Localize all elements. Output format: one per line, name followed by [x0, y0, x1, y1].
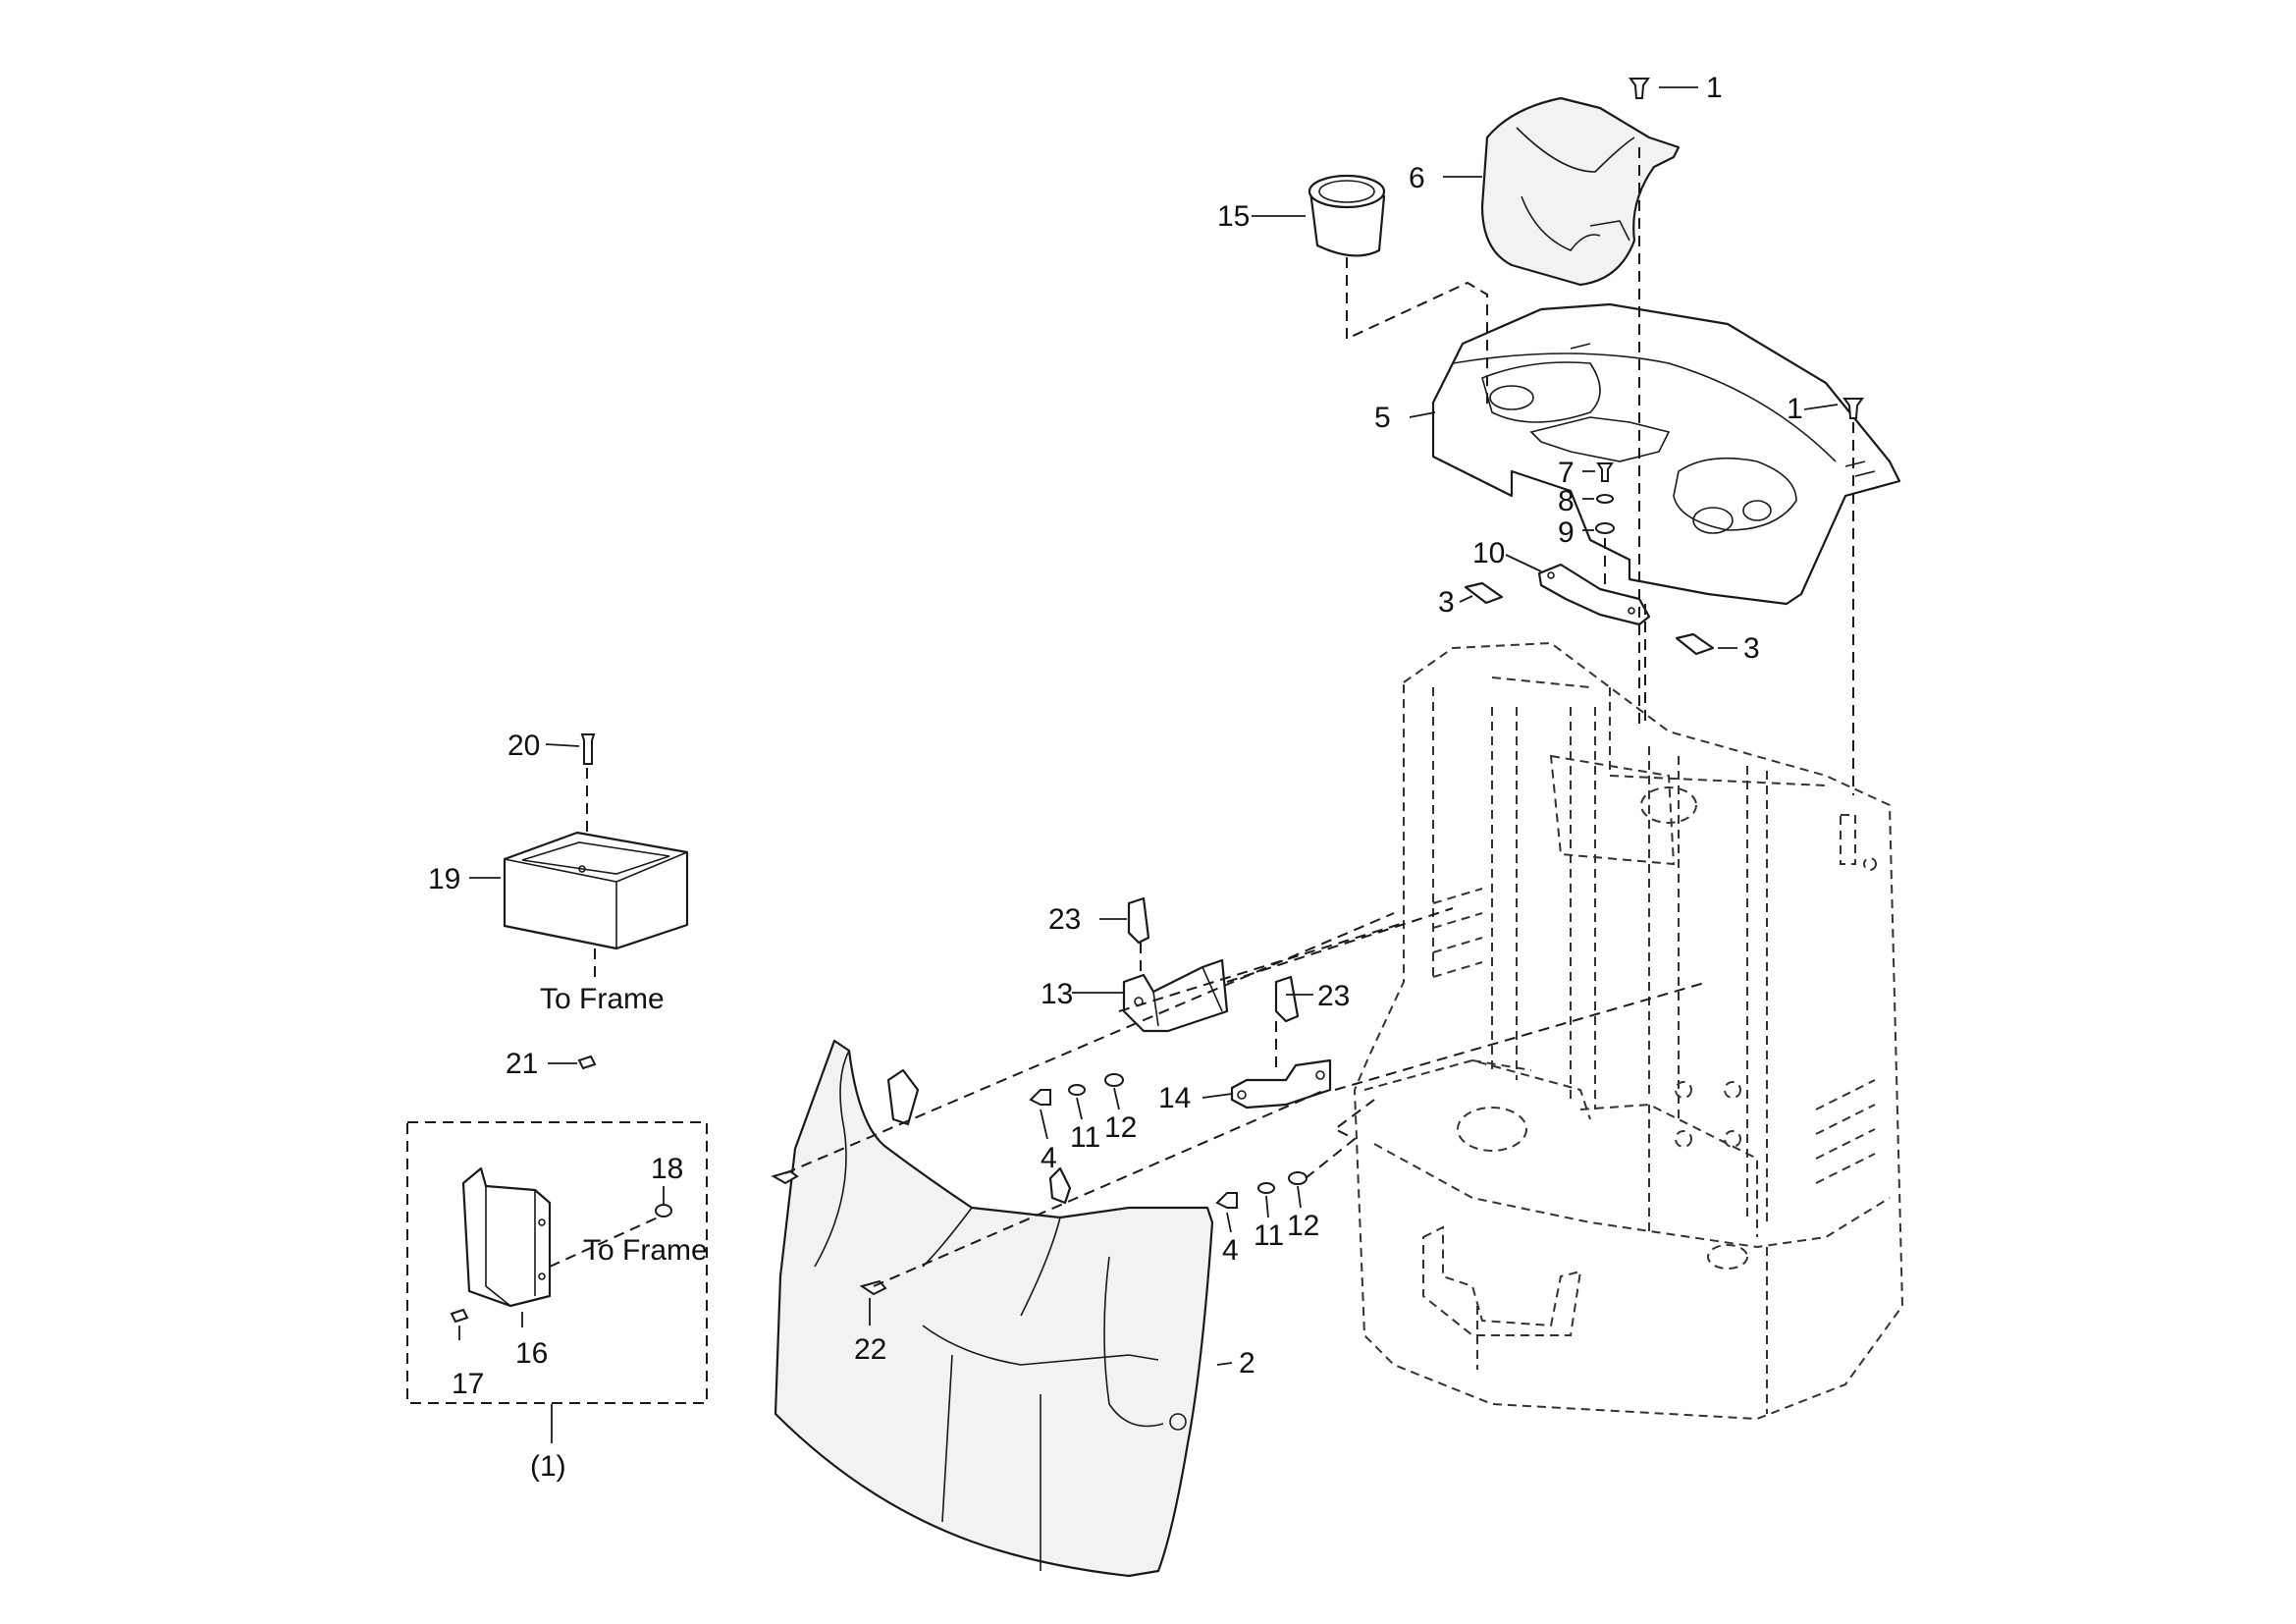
callout-4-left: 4 [1041, 1142, 1057, 1174]
hardware-7-8-9 [1595, 462, 1615, 534]
part-23-clip-lower [1274, 975, 1300, 1023]
part-23-clip-upper [1127, 896, 1150, 945]
callout-12-right: 12 [1287, 1210, 1319, 1242]
part-3-clip-right [1675, 632, 1715, 656]
callout-4-right: 4 [1222, 1234, 1239, 1267]
part-19-tray [503, 733, 689, 1070]
part-5-dash-panel [1431, 302, 1901, 606]
callout-labels: 1 6 15 5 1 7 8 9 10 3 3 20 19 23 13 23 2… [428, 72, 1803, 1483]
part-10-bracket [1537, 563, 1651, 626]
callout-3-left: 3 [1438, 586, 1455, 619]
frame-chassis [1353, 641, 1904, 1421]
callout-kit-1: (1) [530, 1450, 566, 1483]
callout-1-right: 1 [1787, 393, 1803, 425]
callout-10: 10 [1472, 537, 1505, 569]
to-frame-note-kit: To Frame [583, 1234, 708, 1267]
callout-1-top: 1 [1706, 72, 1723, 104]
part-15-cup-holder [1308, 174, 1386, 257]
kit-1-box [406, 1121, 708, 1404]
callout-13: 13 [1041, 978, 1073, 1010]
part-6-rear-cover [1480, 96, 1681, 287]
callout-21: 21 [506, 1048, 538, 1080]
upper-assembly-lines [1346, 147, 1854, 795]
fasteners-4-11-12 [771, 1073, 1308, 1296]
callout-8: 8 [1558, 485, 1575, 517]
callout-11-left: 11 [1070, 1121, 1100, 1154]
part-3-clip-left [1464, 581, 1504, 605]
callout-23-lower: 23 [1317, 980, 1350, 1012]
screw-1-top [1629, 78, 1650, 99]
callout-5: 5 [1374, 402, 1391, 434]
callout-3-right: 3 [1743, 632, 1760, 665]
callout-2: 2 [1239, 1347, 1255, 1380]
callout-11-right: 11 [1254, 1219, 1284, 1252]
callout-18: 18 [651, 1153, 683, 1185]
callout-9: 9 [1558, 516, 1575, 549]
callout-16: 16 [515, 1337, 548, 1370]
callout-7: 7 [1558, 457, 1575, 489]
callout-19: 19 [428, 863, 460, 895]
callout-20: 20 [507, 730, 540, 762]
to-frame-note-tray: To Frame [540, 983, 665, 1015]
lower-assembly-lines [784, 907, 1709, 1287]
part-2-front-cover [774, 1039, 1214, 1578]
callout-23-upper: 23 [1048, 903, 1081, 936]
leader-lines [458, 86, 1839, 1443]
part-13-bracket [1122, 958, 1229, 1033]
callout-15: 15 [1217, 200, 1250, 233]
callout-6: 6 [1409, 162, 1425, 194]
callout-17: 17 [452, 1368, 484, 1400]
part-14-bracket [1230, 1058, 1332, 1110]
screw-1-right [1842, 398, 1864, 419]
callout-22: 22 [854, 1333, 886, 1366]
callout-12-left: 12 [1104, 1111, 1137, 1144]
callout-14: 14 [1158, 1082, 1191, 1114]
